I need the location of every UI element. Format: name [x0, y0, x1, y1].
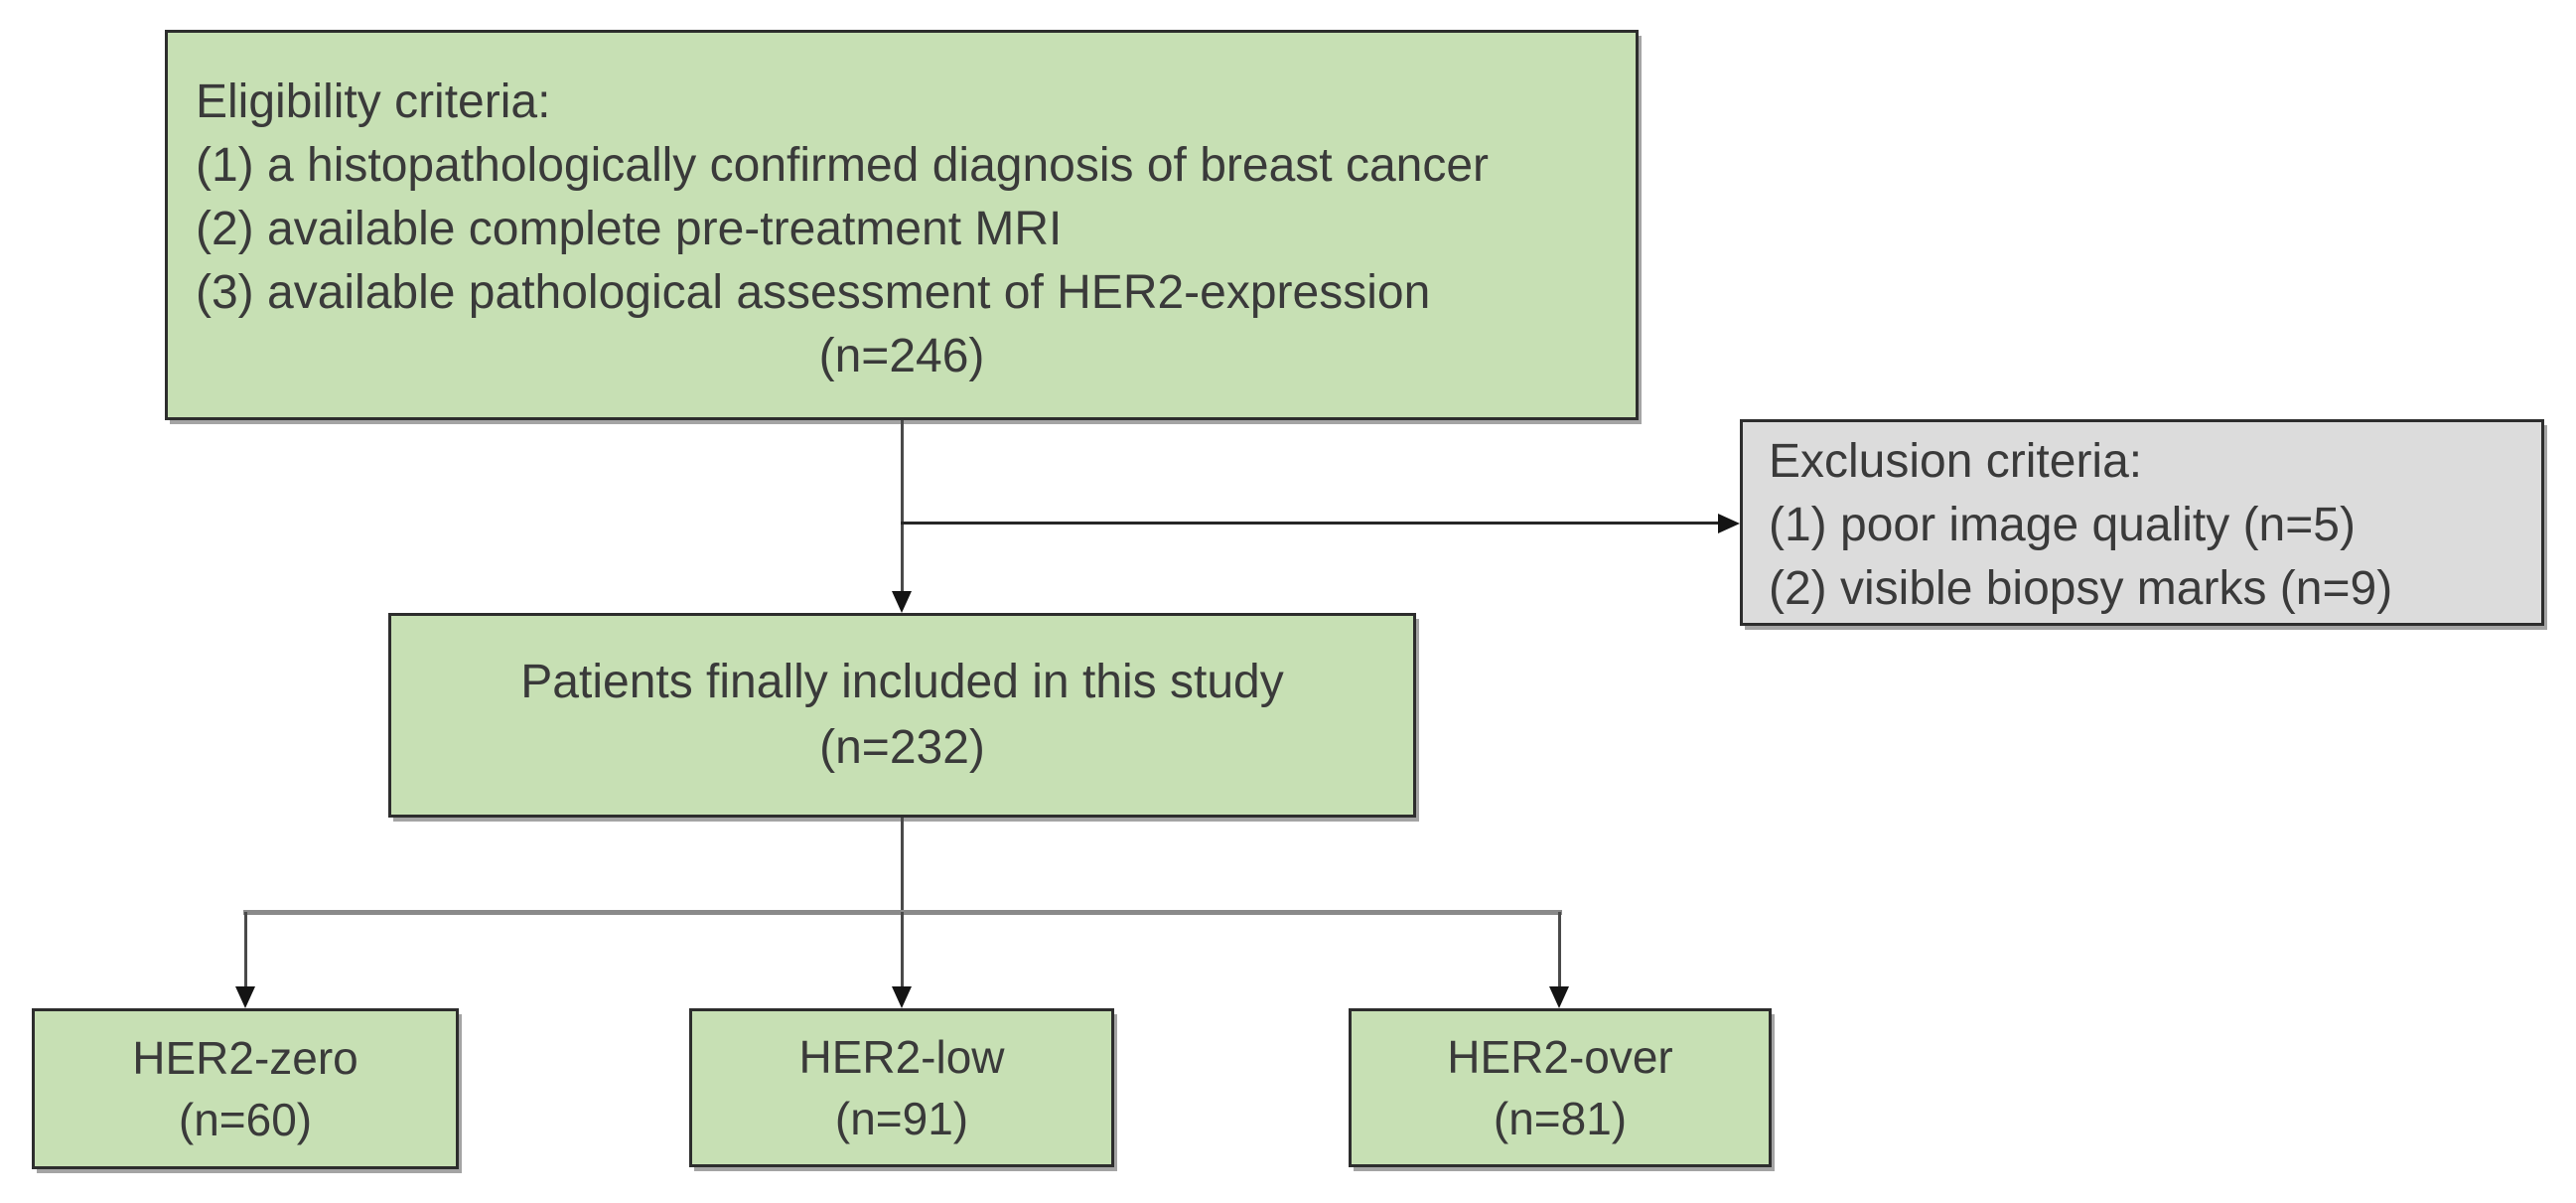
connector-branch-to-exclusion	[901, 522, 1722, 525]
her2-over-count: (n=81)	[1493, 1093, 1628, 1144]
included-title: Patients finally included in this study	[520, 656, 1284, 708]
arrowhead-into-her2-low-icon	[892, 986, 912, 1008]
eligibility-criteria-box: Eligibility criteria: (1) a histopatholo…	[165, 30, 1639, 420]
arrowhead-into-included-icon	[892, 591, 912, 613]
her2-over-title: HER2-over	[1447, 1031, 1673, 1083]
eligibility-item-1: (1) a histopathologically confirmed diag…	[196, 139, 1490, 192]
arrowhead-into-her2-over-icon	[1549, 986, 1569, 1008]
her2-zero-count: (n=60)	[178, 1094, 313, 1145]
exclusion-criteria-box: Exclusion criteria: (1) poor image quali…	[1740, 419, 2544, 626]
eligibility-count: (n=246)	[818, 330, 985, 382]
connector-eligibility-to-included	[901, 420, 904, 597]
connector-drop-her2-over	[1558, 912, 1561, 988]
eligibility-item-2: (2) available complete pre-treatment MRI	[196, 203, 1063, 255]
included-count: (n=232)	[819, 721, 985, 774]
her2-low-title: HER2-low	[798, 1031, 1005, 1083]
exclusion-item-2: (2) visible biopsy marks (n=9)	[1769, 562, 2393, 615]
her2-over-box: HER2-over (n=81)	[1349, 1008, 1772, 1167]
arrowhead-into-her2-zero-icon	[235, 986, 255, 1008]
eligibility-title: Eligibility criteria:	[196, 75, 551, 128]
her2-zero-box: HER2-zero (n=60)	[32, 1008, 459, 1169]
her2-low-box: HER2-low (n=91)	[689, 1008, 1114, 1167]
her2-low-count: (n=91)	[834, 1093, 969, 1144]
exclusion-title: Exclusion criteria:	[1769, 435, 2143, 488]
included-patients-box: Patients finally included in this study …	[388, 613, 1416, 818]
connector-included-to-branch	[901, 818, 904, 912]
exclusion-item-1: (1) poor image quality (n=5)	[1769, 499, 2356, 551]
connector-drop-her2-low	[901, 912, 904, 988]
eligibility-item-3: (3) available pathological assessment of…	[196, 266, 1431, 319]
arrowhead-into-exclusion-icon	[1718, 514, 1740, 533]
her2-zero-title: HER2-zero	[132, 1032, 358, 1084]
connector-drop-her2-zero	[244, 912, 247, 988]
